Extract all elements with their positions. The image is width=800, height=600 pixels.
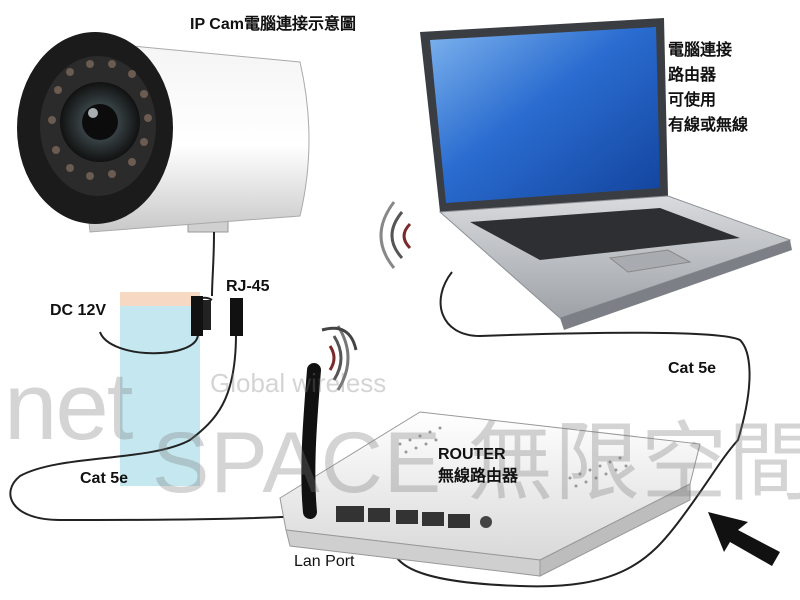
watermark-net: net <box>4 353 133 460</box>
rj45-connector-icon <box>191 296 243 336</box>
router-icon <box>279 363 701 577</box>
rj45-label: RJ-45 <box>226 278 270 295</box>
camera-cable <box>211 231 215 297</box>
cat5e-left-label: Cat 5e <box>80 470 129 487</box>
cat5e-right-label: Cat 5e <box>668 360 717 377</box>
router-label-en: ROUTER <box>438 446 506 463</box>
pc-note-line: 可使用 <box>668 92 717 109</box>
router-label: ROUTER 無線路由器 <box>438 444 518 488</box>
diagram-title: IP Cam電腦連接示意圖 <box>190 16 356 33</box>
dc-power-cable <box>99 331 199 355</box>
cat5e-laptop-cable <box>390 271 751 588</box>
router-label-zh: 無線路由器 <box>438 468 519 485</box>
ip-camera-icon <box>17 32 310 233</box>
watermark-global: Global wireless <box>210 368 387 398</box>
cat5e-camera-cable <box>9 333 337 522</box>
pc-note-line: 有線或無線 <box>668 117 749 134</box>
laptop-wifi-signal-icon <box>379 201 412 269</box>
pc-connection-note: 電腦連接 路由器 可使用 有線或無線 <box>668 38 748 138</box>
wifi-signal-icon <box>321 325 358 391</box>
arrow-icon <box>708 512 780 566</box>
dc12v-label: DC 12V <box>50 302 107 319</box>
pc-note-line: 路由器 <box>668 67 717 84</box>
laptop-icon <box>420 18 792 330</box>
pc-note-line: 電腦連接 <box>668 42 733 59</box>
lan-port-label: Lan Port <box>294 553 355 570</box>
cables <box>9 231 751 588</box>
watermark-space: SPACE 無限空間 <box>152 415 800 511</box>
